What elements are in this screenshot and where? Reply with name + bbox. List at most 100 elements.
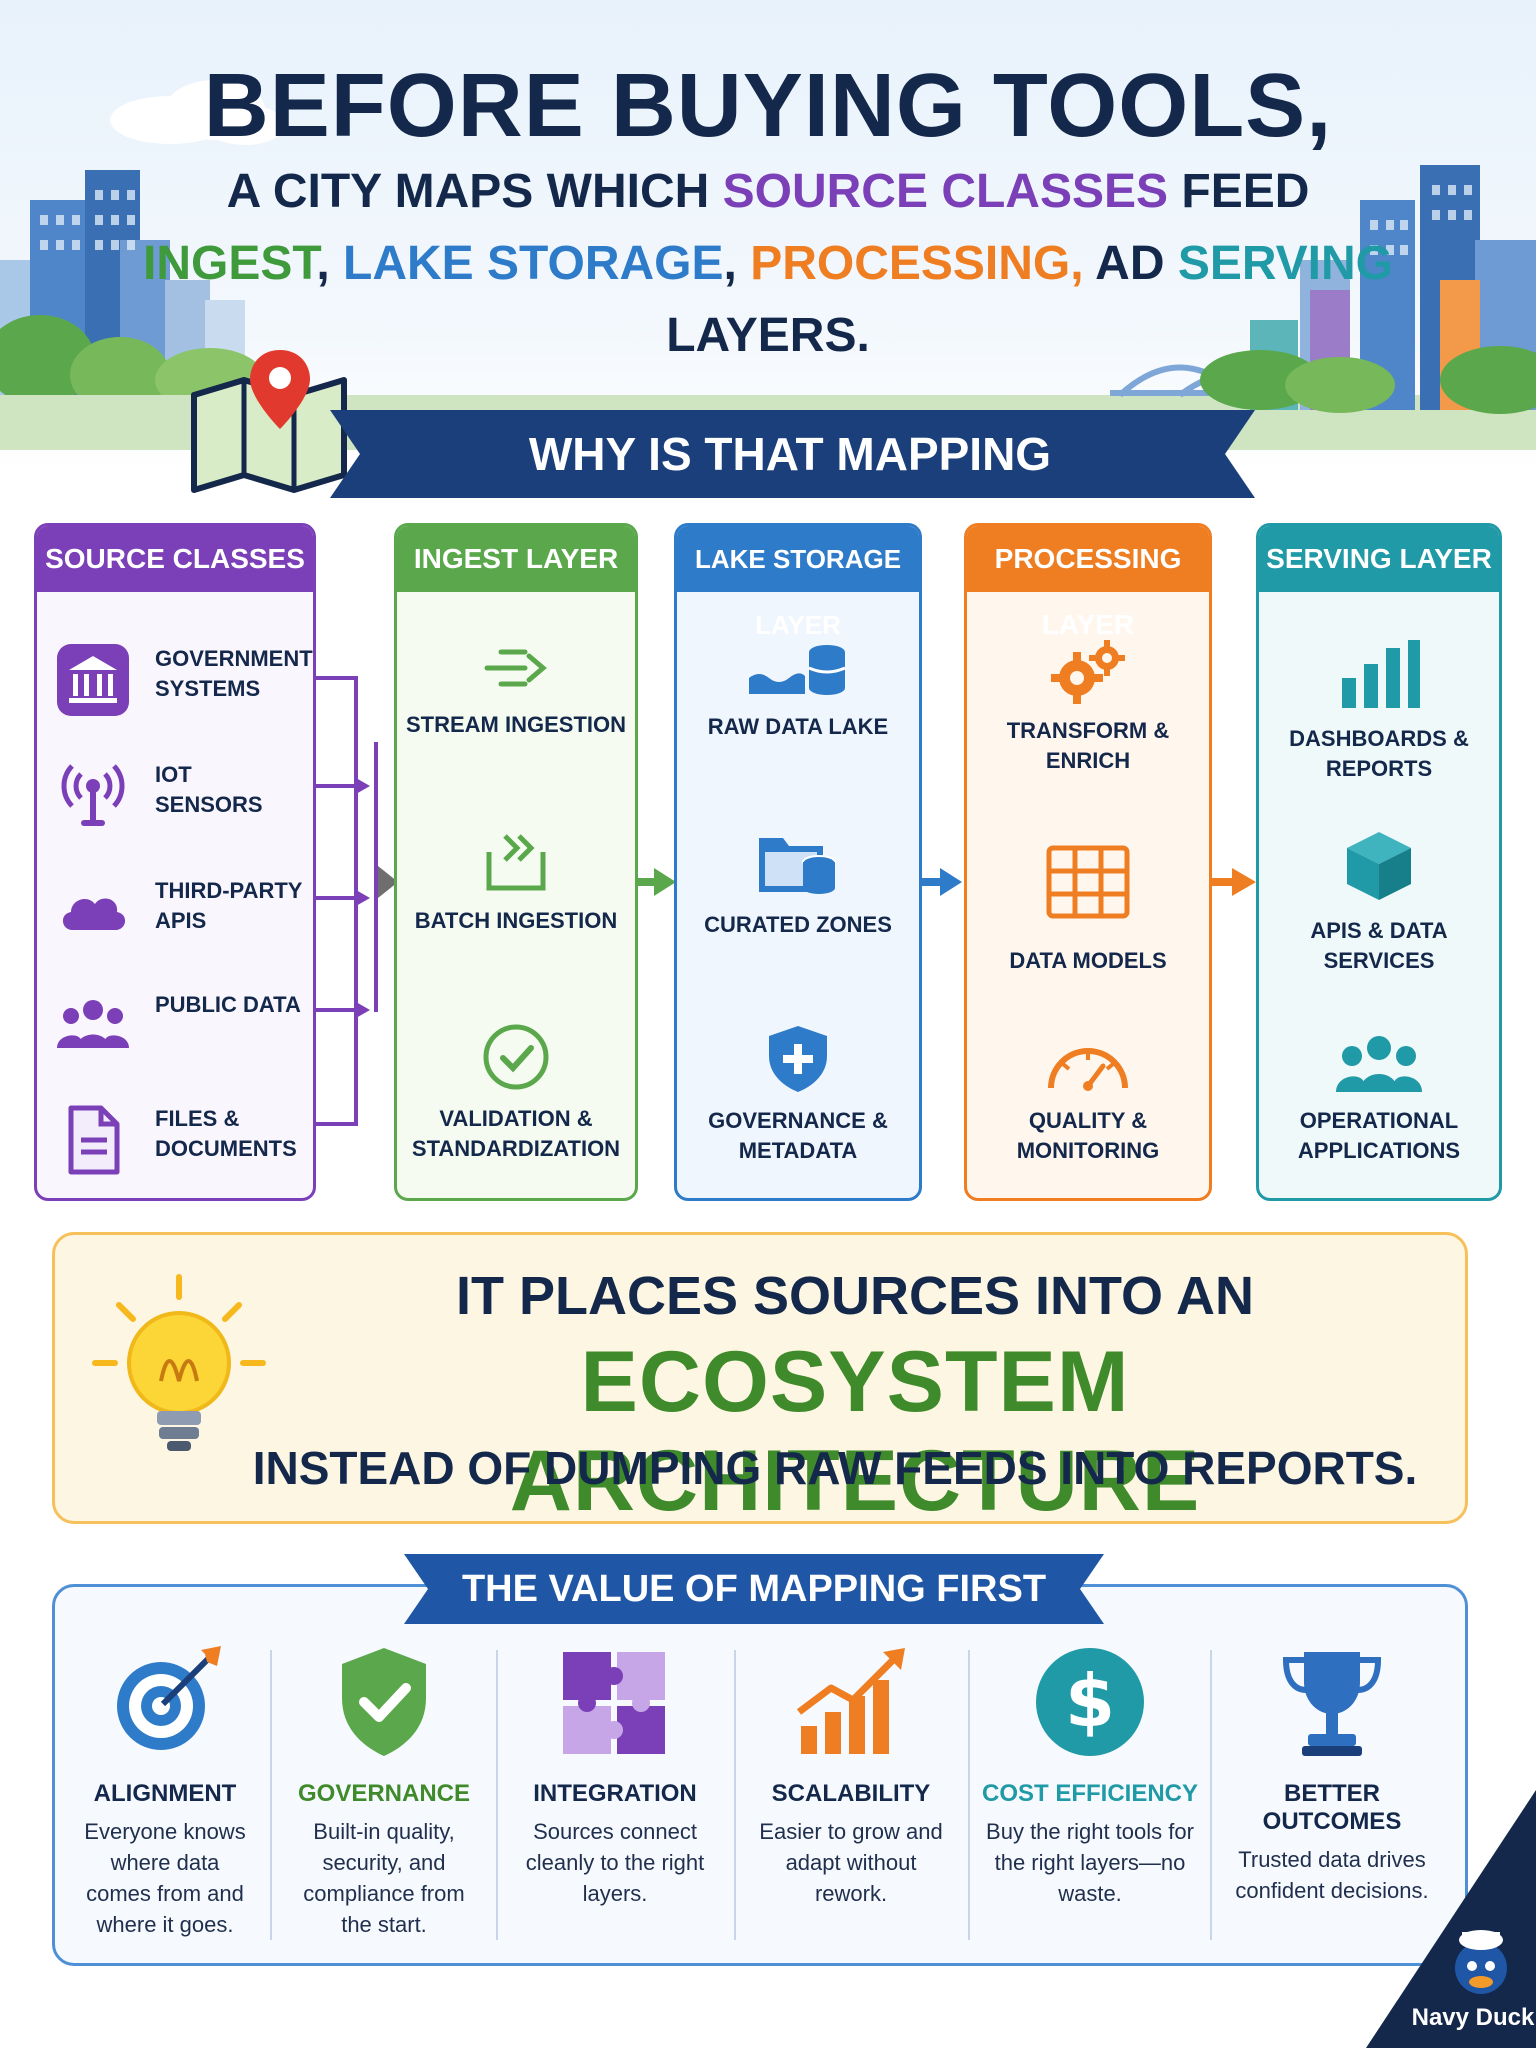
puzzle-icon bbox=[563, 1652, 665, 1754]
ingest-item-validation: VALIDATION & STANDARDIZATION bbox=[397, 1022, 635, 1198]
value-description: Everyone knows where data comes from and… bbox=[84, 1819, 246, 1937]
source-label: THIRD-PARTY APIS bbox=[155, 878, 303, 933]
government-building-icon bbox=[57, 644, 129, 716]
map-pin-icon bbox=[191, 350, 347, 493]
title-block: BEFORE BUYING TOOLS, A CITY MAPS WHICH S… bbox=[0, 56, 1536, 372]
title-line-1: A CITY MAPS WHICH SOURCE CLASSES FEED bbox=[0, 156, 1536, 228]
folder-database-icon bbox=[759, 838, 836, 894]
why-banner: WHY IS THAT MAPPING VALUABLE? bbox=[330, 410, 1255, 568]
title-text: FEED bbox=[1168, 165, 1310, 218]
value-title: ALIGNMENT bbox=[93, 1780, 237, 1807]
people-icon bbox=[57, 1000, 129, 1048]
source-item-government: GOVERNMENT SYSTEMS bbox=[55, 636, 313, 716]
value-divider bbox=[496, 1650, 498, 1940]
insight-callout: IT PLACES SOURCES INTO AN ECOSYSTEM ARCH… bbox=[52, 1232, 1468, 1529]
lake-item-curated: CURATED ZONES bbox=[677, 828, 919, 1018]
serving-item-operational: OPERATIONAL APPLICATIONS bbox=[1259, 1032, 1499, 1198]
source-item-iot: IOT SENSORS bbox=[55, 752, 305, 832]
document-icon bbox=[68, 1105, 120, 1175]
layer-label: STREAM INGESTION bbox=[405, 712, 626, 737]
value-title: BETTER OUTCOMES bbox=[1262, 1780, 1402, 1835]
title-text: A CITY MAPS WHICH bbox=[226, 165, 723, 218]
lake-item-governance: GOVERNANCE & METADATA bbox=[677, 1022, 919, 1198]
value-item-integration: INTEGRATION Sources connect cleanly to t… bbox=[508, 1642, 722, 1942]
lake-item-raw: RAW DATA LAKE bbox=[677, 638, 919, 828]
layer-label: APIS & DATA SERVICES bbox=[1310, 918, 1448, 973]
source-label: PUBLIC DATA bbox=[155, 992, 301, 1017]
layer-label: DATA MODELS bbox=[1009, 948, 1167, 973]
layer-label: GOVERNANCE & METADATA bbox=[708, 1108, 888, 1163]
value-title: SCALABILITY bbox=[771, 1780, 931, 1807]
brand-corner bbox=[1366, 1790, 1536, 2048]
value-item-scalability: SCALABILITY Easier to grow and adapt wit… bbox=[746, 1642, 956, 1942]
gauge-icon bbox=[1048, 1048, 1128, 1091]
layer-label: QUALITY & MONITORING bbox=[1016, 1108, 1160, 1163]
insight-line-1: IT PLACES SOURCES INTO AN bbox=[455, 1266, 1255, 1326]
processing-item-transform: TRANSFORM & ENRICH bbox=[967, 638, 1209, 828]
serving-item-dashboards: DASHBOARDS & REPORTS bbox=[1259, 638, 1499, 828]
grid-table-icon bbox=[1046, 845, 1130, 919]
column-header: SERVING LAYER bbox=[1259, 526, 1499, 592]
layer-label: CURATED ZONES bbox=[704, 912, 892, 937]
shield-check-icon bbox=[342, 1648, 426, 1756]
banner-text: WHY IS THAT MAPPING VALUABLE? bbox=[528, 428, 1052, 568]
shield-plus-icon bbox=[769, 1026, 827, 1092]
title-line-3: LAYERS. bbox=[666, 309, 870, 362]
processing-item-models: DATA MODELS bbox=[967, 844, 1209, 1034]
value-description: Easier to grow and adapt without rework. bbox=[759, 1819, 943, 1906]
value-title: INTEGRATION bbox=[533, 1780, 697, 1807]
value-description: Built-in quality, security, and complian… bbox=[303, 1819, 465, 1937]
value-description: Sources connect cleanly to the right lay… bbox=[525, 1819, 705, 1906]
value-banner-text: THE VALUE OF MAPPING FIRST bbox=[461, 1568, 1047, 1610]
layer-label: RAW DATA LAKE bbox=[707, 714, 889, 739]
cube-icon bbox=[1347, 832, 1411, 900]
value-divider bbox=[270, 1650, 272, 1940]
banner-ribbon bbox=[330, 410, 1255, 498]
gears-icon bbox=[1051, 640, 1125, 704]
source-item-third-party-apis: THIRD-PARTY APIS bbox=[55, 868, 305, 948]
svg-text:$: $ bbox=[1065, 1659, 1115, 1743]
processing-item-quality: QUALITY & MONITORING bbox=[967, 1034, 1209, 1198]
brand-label: Navy Duck bbox=[1411, 2004, 1535, 2031]
column-header: PROCESSING LAYER bbox=[967, 526, 1209, 640]
serving-item-apis: APIS & DATA SERVICES bbox=[1259, 828, 1499, 1018]
insight-headline: ECOSYSTEM ARCHITECTURE bbox=[509, 1334, 1201, 1529]
lightbulb-icon bbox=[92, 1274, 266, 1451]
value-title: GOVERNANCE bbox=[297, 1780, 471, 1807]
value-description: Buy the right tools for the right layers… bbox=[986, 1819, 1194, 1906]
value-divider bbox=[734, 1650, 736, 1940]
lake-storage-column: LAKE STORAGE LAYER RAW DATA LAKE CURATED… bbox=[674, 523, 922, 1201]
title-highlight-processing: PROCESSING, bbox=[750, 237, 1084, 290]
bar-chart-icon bbox=[1342, 640, 1420, 708]
value-divider bbox=[1210, 1650, 1212, 1940]
layer-label: VALIDATION & STANDARDIZATION bbox=[411, 1106, 621, 1161]
layer-label: DASHBOARDS & REPORTS bbox=[1289, 726, 1469, 781]
source-label: IOT SENSORS bbox=[155, 762, 263, 817]
source-classes-column: SOURCE CLASSES GOVERNMENT SYSTEMS IOT SE… bbox=[34, 523, 316, 1201]
title-text: ad bbox=[1083, 237, 1178, 290]
source-item-public-data: PUBLIC DATA bbox=[55, 982, 305, 1062]
layer-label: BATCH INGESTION bbox=[414, 908, 618, 933]
source-label: GOVERNMENT SYSTEMS bbox=[155, 646, 313, 701]
processing-layer-column: PROCESSING LAYER TRANSFORM & ENRICH bbox=[964, 523, 1212, 1201]
value-item-better-outcomes: BETTER OUTCOMES Trusted data drives conf… bbox=[1222, 1642, 1442, 1942]
title-highlight-lake: LAKE STORAGE bbox=[343, 237, 724, 290]
ingest-item-batch: BATCH INGESTION bbox=[397, 828, 635, 1018]
source-item-files: FILES & DOCUMENTS bbox=[55, 1096, 305, 1176]
title-text: , bbox=[316, 237, 344, 290]
insight-line-3: INSTEAD OF DUMPING RAW FEEDS INTO REPORT… bbox=[252, 1442, 1418, 1494]
cloud-icon bbox=[62, 898, 126, 930]
lake-database-icon bbox=[749, 645, 846, 695]
value-item-governance: GOVERNANCE Built-in quality, security, a… bbox=[284, 1642, 484, 1942]
value-banner: THE VALUE OF MAPPING FIRST bbox=[404, 1554, 1104, 1624]
serving-layer-column: SERVING LAYER DASHBOARDS & REPORTS APIS … bbox=[1256, 523, 1502, 1201]
growth-chart-icon bbox=[796, 1648, 905, 1754]
column-header: INGEST LAYER bbox=[397, 526, 635, 592]
title-highlight-ingest: INGEST bbox=[142, 237, 317, 290]
source-label: FILES & DOCUMENTS bbox=[155, 1106, 297, 1161]
target-icon bbox=[117, 1646, 221, 1750]
layer-label: OPERATIONAL APPLICATIONS bbox=[1297, 1108, 1461, 1163]
team-icon bbox=[1336, 1036, 1422, 1092]
value-description: Trusted data drives confident decisions. bbox=[1235, 1847, 1429, 1903]
title-highlight-sources: SOURCE CLASSES bbox=[722, 165, 1169, 218]
